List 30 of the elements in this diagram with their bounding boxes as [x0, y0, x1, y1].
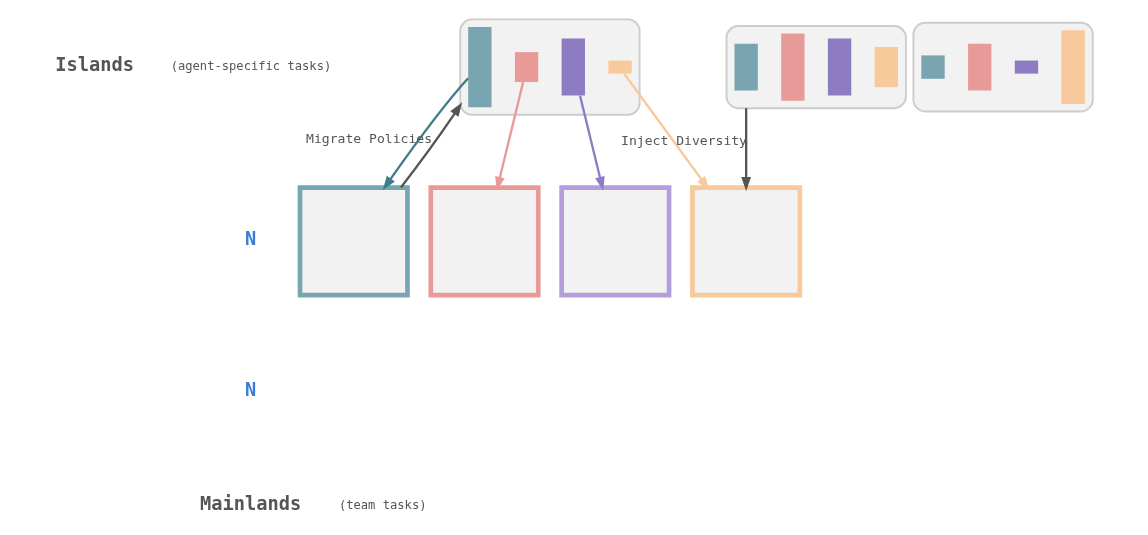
arrow: [495, 81, 525, 191]
label: Islands: [55, 53, 134, 75]
node-box: [297, 185, 410, 298]
node-bar: [781, 33, 805, 101]
node-bar: [734, 43, 758, 91]
label: (team tasks): [338, 498, 427, 513]
cluster: [459, 18, 641, 116]
node-bar: [968, 43, 992, 91]
node-box: [428, 185, 541, 298]
cluster: [725, 25, 907, 110]
cluster: [912, 21, 1094, 113]
node-bar: [921, 55, 945, 79]
label: N: [244, 228, 257, 250]
label: (agent-specific tasks): [170, 59, 332, 74]
node-box: [559, 185, 672, 298]
node-bar: [827, 38, 852, 96]
label: N: [244, 378, 257, 400]
node-bar: [514, 52, 539, 83]
node-bar: [1014, 60, 1039, 74]
node-bar: [874, 47, 898, 88]
node-bar: [561, 38, 585, 96]
edge-label: Inject Diversity: [621, 132, 748, 148]
label: Mainlands: [200, 492, 302, 514]
node-box: [690, 185, 803, 298]
arrow: [578, 95, 605, 191]
arrow: [382, 77, 469, 191]
node-bar: [608, 60, 632, 74]
node-bar: [468, 26, 492, 108]
arrow: [741, 108, 752, 191]
node-bar: [1061, 30, 1085, 104]
